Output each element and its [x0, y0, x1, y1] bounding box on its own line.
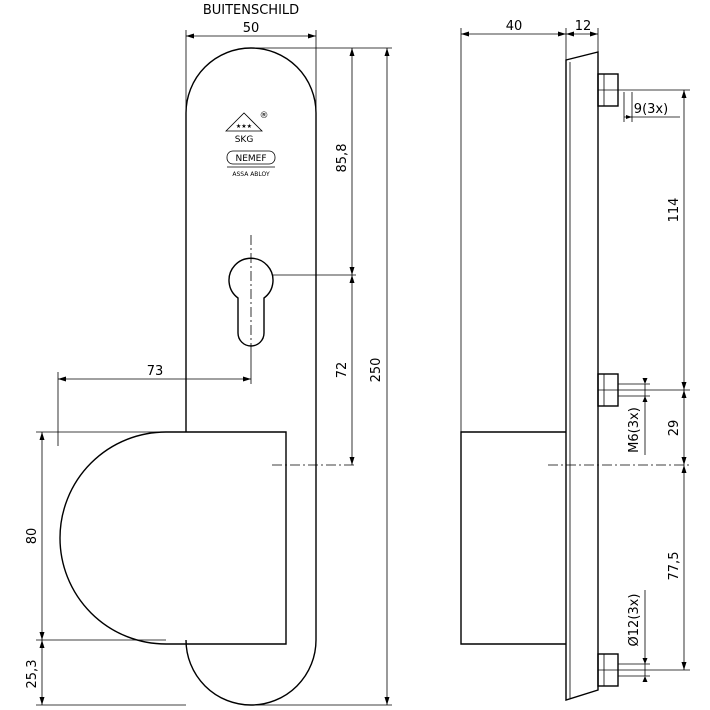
registered-mark: ®	[260, 111, 269, 121]
side-plate-profile	[565, 51, 599, 701]
knob-outline	[59, 431, 287, 645]
dim-width-label: 50	[243, 21, 260, 36]
nemef-logo: NEMEF ASSA ABLOY	[226, 150, 276, 178]
dim-9-3x-label: 9(3x)	[634, 102, 668, 117]
assa-abloy-label: ASSA ABLOY	[232, 171, 270, 178]
screw-stud-top	[597, 73, 619, 107]
skg-stars: ★★★	[236, 123, 252, 130]
dim-29: 29	[667, 390, 687, 465]
dim-bore-label: Ø12(3x)	[627, 594, 642, 647]
screw-stud-middle	[597, 373, 619, 407]
dim-25-3: 25,3	[25, 640, 186, 706]
dim-m6-3x: M6(3x)	[618, 378, 650, 455]
dim-73: 73	[57, 352, 252, 446]
dim-114-label: 114	[667, 198, 682, 223]
dim-80-label: 80	[25, 528, 40, 545]
drawing-title: BUITENSCHILD	[203, 3, 299, 18]
dim-77-5: 77,5	[667, 465, 687, 670]
dim-25-3-label: 25,3	[25, 660, 40, 689]
escutcheon-plate-outline	[185, 47, 317, 706]
skg-logo: ★★★ SKG ®	[225, 111, 269, 145]
dim-85-8: 85,8	[335, 48, 355, 275]
dim-9-3x: 9(3x)	[623, 92, 680, 122]
dim-73-label: 73	[147, 364, 164, 379]
dim-250-label: 250	[369, 358, 384, 383]
cylinder-keyhole	[228, 257, 274, 347]
dim-72: 72	[335, 275, 355, 465]
dim-29-label: 29	[667, 420, 682, 437]
nemef-label: NEMEF	[235, 154, 266, 164]
dim-77-5-label: 77,5	[667, 552, 682, 581]
dim-250: 250	[369, 48, 390, 705]
dim-width-50: 50	[185, 21, 317, 110]
dim-40-label: 40	[506, 19, 523, 34]
dim-80: 80	[25, 431, 166, 641]
dim-85-8-label: 85,8	[335, 144, 350, 173]
dim-72-label: 72	[335, 362, 350, 379]
dim-40: 40 12	[460, 19, 599, 432]
skg-label: SKG	[235, 135, 254, 145]
dim-12-label: 12	[575, 19, 592, 34]
screw-stud-bottom	[597, 653, 619, 687]
side-knob-block	[460, 431, 566, 645]
dim-114: 114	[667, 90, 687, 390]
dim-bore-12-3x: Ø12(3x)	[618, 590, 650, 682]
dim-m6-label: M6(3x)	[627, 407, 642, 453]
